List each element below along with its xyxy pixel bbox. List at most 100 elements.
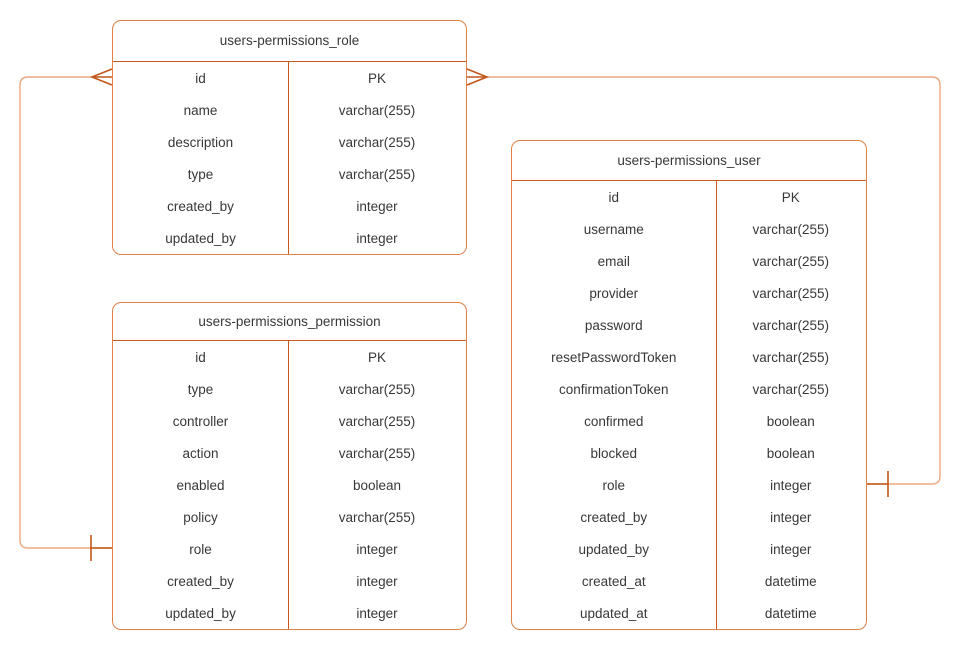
field-type: varchar(255) [752, 317, 830, 333]
field-row: resetPasswordToken varchar(255) [512, 341, 866, 373]
field-name: id [608, 189, 620, 205]
field-row: id PK [113, 341, 466, 373]
field-row: created_by integer [113, 565, 466, 597]
field-name: created_by [580, 509, 648, 525]
field-row: created_at datetime [512, 565, 866, 597]
field-row: role integer [512, 469, 866, 501]
field-name: created_by [167, 573, 234, 589]
field-row: updated_at datetime [512, 597, 866, 629]
field-row: provider varchar(255) [512, 277, 866, 309]
field-type: integer [770, 541, 812, 557]
field-type: varchar(255) [338, 413, 416, 429]
field-type: datetime [764, 573, 817, 589]
field-row: type varchar(255) [113, 373, 466, 405]
field-type: boolean [766, 413, 815, 429]
field-type: varchar(255) [752, 349, 830, 365]
field-row: confirmationToken varchar(255) [512, 373, 866, 405]
entity-title: users-permissions_role [113, 21, 466, 62]
field-name: created_at [581, 573, 646, 589]
column-divider [715, 181, 717, 629]
field-name: created_by [167, 198, 234, 214]
field-row: created_by integer [113, 190, 466, 222]
field-type: integer [356, 198, 398, 214]
field-name: confirmed [584, 413, 644, 429]
field-type: varchar(255) [338, 509, 416, 525]
field-name: resetPasswordToken [551, 349, 677, 365]
one-tick-marker [90, 535, 112, 561]
field-row: created_by integer [512, 501, 866, 533]
entity-field-list: id PK username varchar(255) email varchar(255… [512, 181, 866, 629]
field-row: password varchar(255) [512, 309, 866, 341]
field-type: varchar(255) [338, 166, 416, 182]
field-row: username varchar(255) [512, 213, 866, 245]
field-row: email varchar(255) [512, 245, 866, 277]
entity-field-list: id PK type varchar(255) controller varchar(25… [113, 341, 466, 629]
crow-foot-many-marker [89, 68, 113, 86]
field-type: boolean [766, 445, 815, 461]
relationship-role-user[interactable] [466, 68, 941, 497]
field-type: boolean [353, 477, 402, 493]
field-name: role [602, 477, 626, 493]
field-type: PK [368, 349, 387, 365]
relationship-role-permission[interactable] [19, 68, 113, 561]
field-row: policy varchar(255) [113, 501, 466, 533]
field-type: integer [770, 477, 812, 493]
column-divider [288, 62, 290, 254]
field-type: varchar(255) [752, 381, 830, 397]
field-name: username [583, 221, 644, 237]
entity-title: users-permissions_user [512, 141, 866, 181]
field-name: description [167, 134, 234, 150]
field-type: integer [356, 541, 398, 557]
field-name: enabled [176, 477, 225, 493]
field-type: varchar(255) [338, 445, 416, 461]
field-row: blocked boolean [512, 437, 866, 469]
field-type: integer [770, 509, 812, 525]
field-row: updated_by integer [113, 597, 466, 629]
field-name: blocked [590, 445, 638, 461]
field-name: type [187, 381, 214, 397]
field-row: role integer [113, 533, 466, 565]
field-row: name varchar(255) [113, 94, 466, 126]
field-name: provider [589, 285, 639, 301]
field-row: type varchar(255) [113, 158, 466, 190]
field-name: email [597, 253, 630, 269]
field-type: varchar(255) [338, 381, 416, 397]
field-type: varchar(255) [752, 221, 830, 237]
field-name: confirmationToken [558, 381, 669, 397]
field-name: id [195, 349, 206, 365]
field-name: updated_by [165, 605, 236, 621]
field-name: type [187, 166, 214, 182]
field-name: controller [172, 413, 229, 429]
field-row: enabled boolean [113, 469, 466, 501]
field-name: updated_by [165, 230, 236, 246]
column-divider [288, 341, 290, 629]
field-type: PK [781, 189, 800, 205]
one-tick-marker [867, 471, 889, 497]
crow-foot-many-marker [466, 68, 490, 86]
field-name: password [584, 317, 643, 333]
field-name: updated_at [579, 605, 648, 621]
field-name: policy [183, 509, 218, 525]
field-name: updated_by [578, 541, 650, 557]
field-name: role [189, 541, 212, 557]
field-type: integer [356, 573, 398, 589]
field-type: varchar(255) [752, 285, 830, 301]
field-type: integer [356, 605, 398, 621]
field-type: integer [356, 230, 398, 246]
field-type: varchar(255) [338, 102, 416, 118]
field-type: varchar(255) [752, 253, 830, 269]
field-name: id [195, 70, 206, 86]
field-row: confirmed boolean [512, 405, 866, 437]
field-row: updated_by integer [512, 533, 866, 565]
field-name: name [183, 102, 218, 118]
field-type: datetime [764, 605, 817, 621]
entity-title: users-permissions_permission [113, 303, 466, 341]
